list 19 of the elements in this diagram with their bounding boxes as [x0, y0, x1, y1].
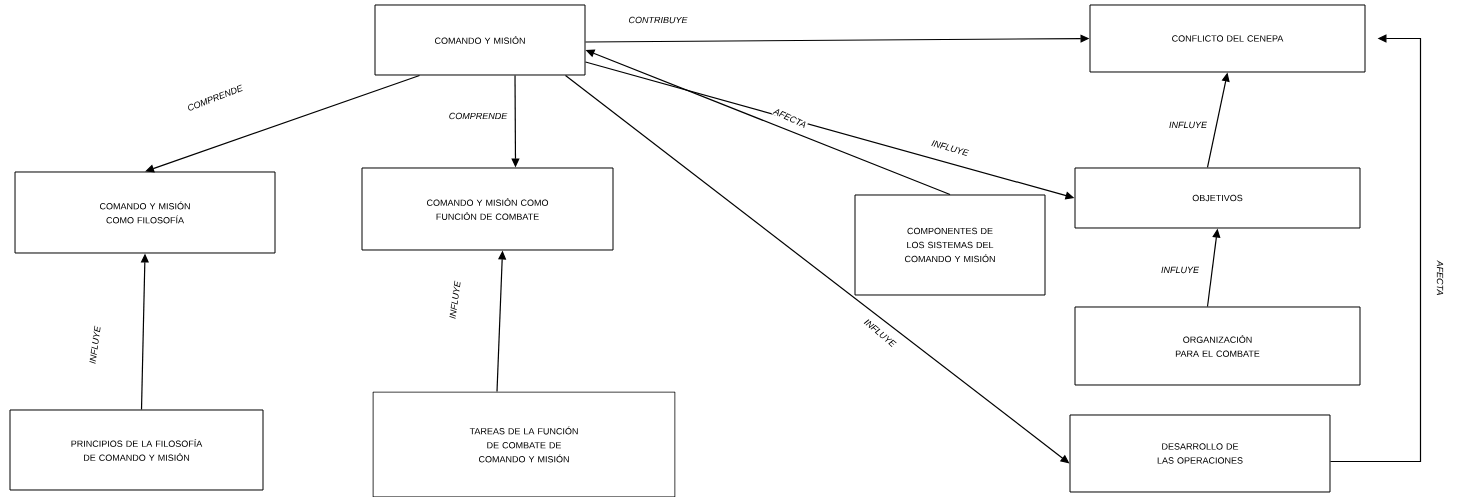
edge-label: AFECTA	[1435, 259, 1445, 297]
edge-label: CONTRIBUYE	[627, 15, 689, 25]
concept-box: TAREAS DE LA FUNCIÓN DE COMBATE DE COMANDO Y MISIÓN	[372, 391, 676, 497]
concept-box: DESARROLLO DE LAS OPERACIONES	[1069, 414, 1331, 493]
concept-box: COMPONENTES DE LOS SISTEMAS DEL COMANDO Y MISIÓN	[854, 194, 1046, 296]
arrow	[1329, 34, 1422, 463]
concept-box: CONFLICTO DEL CENEPA	[1089, 4, 1366, 73]
edge-label: COMPRENDE	[447, 111, 509, 121]
edge-label: INFLUYE	[448, 279, 462, 321]
concept-box: PRINCIPIOS DE LA FILOSOFÍA DE COMANDO Y MISIÓN	[9, 409, 264, 491]
concept-box: OBJETIVOS	[1074, 167, 1361, 229]
edge-label: INFLUYE	[1168, 120, 1208, 130]
edge-label: INFLUYE	[1160, 265, 1200, 275]
edge-label: INFLUYE	[88, 324, 102, 366]
arrow	[145, 74, 421, 173]
concept-box: COMANDO Y MISIÓN	[374, 4, 586, 76]
concept-box: COMANDO Y MISIÓN COMO FILOSOFÍA	[14, 171, 276, 254]
concept-box: ORGANIZACIÓN PARA EL COMBATE	[1074, 306, 1361, 386]
concept-box: COMANDO Y MISIÓN COMO FUNCIÓN DE COMBATE	[361, 167, 614, 251]
